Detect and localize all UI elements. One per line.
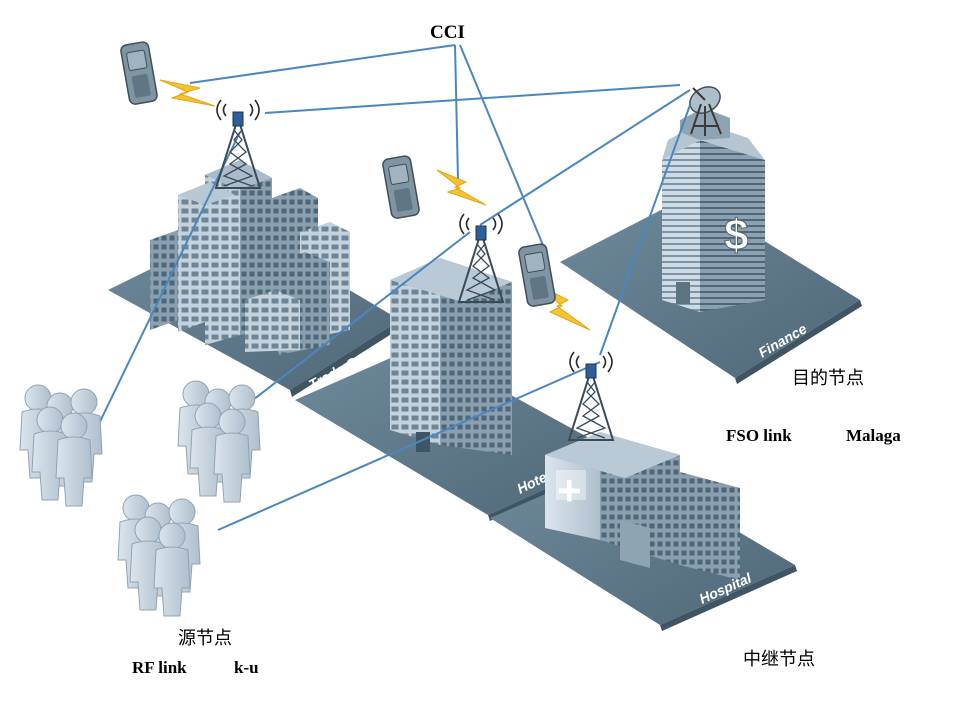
mobile-phone-icon bbox=[517, 242, 557, 308]
people-group-icon bbox=[19, 384, 103, 507]
source-node-label: 源节点 bbox=[178, 628, 232, 649]
finance-building-icon: $ bbox=[662, 108, 765, 312]
rf-link-label: RF link bbox=[132, 658, 187, 677]
hotel-building-icon bbox=[390, 258, 512, 455]
cell-tower-icon bbox=[568, 351, 614, 441]
medical-cross: + bbox=[557, 467, 582, 514]
link-lines bbox=[94, 44, 691, 531]
malaga-label: Malaga bbox=[846, 426, 901, 445]
people-group-icon bbox=[177, 380, 261, 503]
people-group-icon bbox=[117, 494, 201, 617]
hospital-building-icon: + bbox=[545, 432, 740, 580]
fso-link-label: FSO link bbox=[726, 426, 792, 445]
mobile-phone-icon bbox=[119, 40, 159, 106]
cci-label: CCI bbox=[430, 22, 465, 43]
k-u-label: k-u bbox=[234, 658, 259, 677]
relay-node-label: 中继节点 bbox=[743, 649, 815, 670]
mobile-phone-icon bbox=[381, 154, 421, 220]
destination-node-label: 目的节点 bbox=[792, 368, 864, 389]
satellite-dish-icon bbox=[689, 86, 722, 136]
trade-center-building-icon bbox=[150, 160, 350, 355]
dollar-sign: $ bbox=[724, 211, 748, 260]
